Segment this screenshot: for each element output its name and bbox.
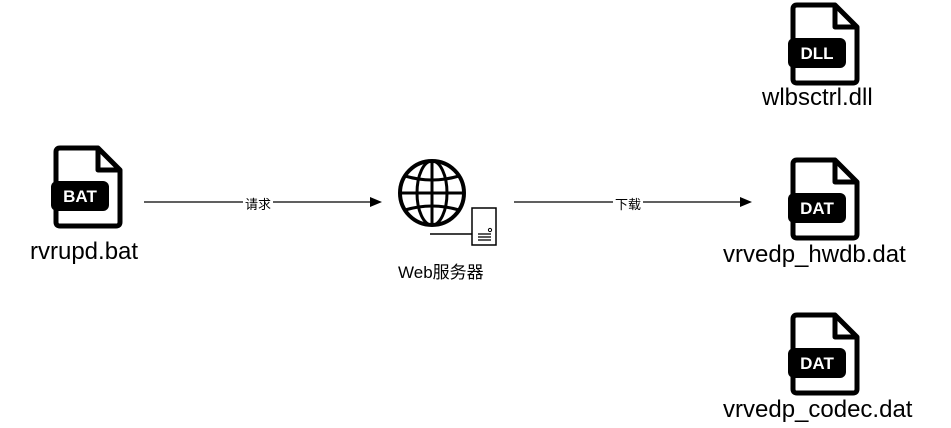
request-label: 请求	[243, 194, 274, 213]
dat-file-label-1: vrvedp_hwdb.dat	[723, 241, 906, 268]
source-file-label: rvrupd.bat	[30, 238, 139, 265]
dll-file-icon: DLL	[787, 0, 863, 86]
dat-badge-text-1: DAT	[800, 199, 834, 218]
dat-file-icon-2: DAT	[787, 310, 863, 396]
dat-file-icon-1: DAT	[787, 155, 863, 241]
dat-file-label-2: vrvedp_codec.dat	[723, 396, 913, 423]
dll-badge-text: DLL	[800, 44, 833, 63]
server-label: Web服务器	[398, 263, 484, 282]
server-icon	[471, 207, 497, 246]
dll-file-label: wlbsctrl.dll	[762, 84, 873, 111]
globe-icon	[398, 159, 466, 227]
download-label: 下载	[613, 194, 644, 213]
bat-file-icon: BAT	[50, 143, 126, 229]
dat-badge-text-2: DAT	[800, 354, 834, 373]
globe-server-icon	[398, 159, 497, 246]
bat-badge-text: BAT	[63, 187, 97, 206]
